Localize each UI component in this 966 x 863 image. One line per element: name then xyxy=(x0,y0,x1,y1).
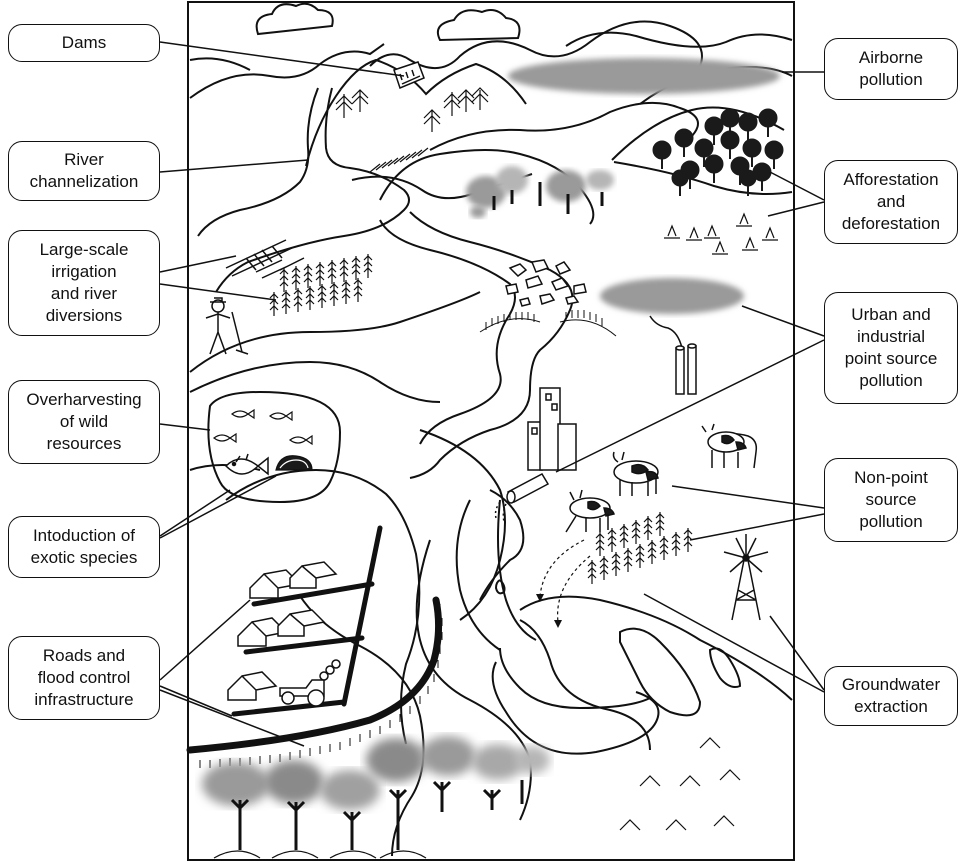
label-exotic-species: Intoduction of exotic species xyxy=(8,516,160,578)
cloud-icon xyxy=(255,2,521,42)
smokestack-icon xyxy=(649,315,697,395)
label-airborne: Airborne pollution xyxy=(824,38,958,100)
label-line: pollution xyxy=(859,371,923,390)
scene-frame xyxy=(187,1,795,861)
label-line: source xyxy=(865,490,917,509)
label-line: pollution xyxy=(859,512,923,531)
label-line: infrastructure xyxy=(34,690,134,709)
shellfish-icon xyxy=(275,455,313,471)
leader-lines xyxy=(159,41,825,747)
label-line: resources xyxy=(46,434,122,453)
levee-icon xyxy=(186,596,443,768)
riparian-forest-icon xyxy=(202,736,550,859)
label-line: extraction xyxy=(854,697,928,716)
roads xyxy=(231,525,383,717)
label-line: Intoduction of xyxy=(32,526,136,545)
label-line: and river xyxy=(50,284,118,303)
fish-pond xyxy=(207,390,342,504)
label-line: Urban and xyxy=(851,305,931,324)
cow-icon xyxy=(565,423,758,533)
runoff-arrows xyxy=(539,539,591,623)
label-urban-industrial: Urban and industrial point source pollut… xyxy=(824,292,958,404)
label-line: Afforestation xyxy=(843,170,939,189)
tractor-icon xyxy=(279,659,341,707)
label-irrigation: Large-scale irrigation and river diversi… xyxy=(8,230,160,336)
riverbank-hatch xyxy=(479,310,617,337)
label-dams: Dams xyxy=(8,24,160,62)
tree-stumps-icon xyxy=(664,212,778,255)
label-line: Airborne xyxy=(858,48,924,67)
channelization-hatch xyxy=(369,147,429,173)
label-line: deforestation xyxy=(841,214,941,233)
label-groundwater: Groundwater extraction xyxy=(824,666,958,726)
pine-trees-icon xyxy=(335,87,489,132)
label-line: irrigation xyxy=(51,262,117,281)
label-line: Overharvesting xyxy=(26,390,142,409)
label-line: Large-scale xyxy=(39,240,129,259)
label-afforestation: Afforestation and deforestation xyxy=(824,160,958,244)
industrial-smoke-cloud xyxy=(600,278,744,314)
label-line: channelization xyxy=(29,172,139,191)
label-line: Non-point xyxy=(854,468,928,487)
label-line: point source xyxy=(844,349,938,368)
label-non-point: Non-point source pollution xyxy=(824,458,958,542)
windmill-icon xyxy=(723,534,769,621)
label-line: and xyxy=(876,192,906,211)
label-overharvesting: Overharvesting of wild resources xyxy=(8,380,160,464)
label-river-channelization: River channelization xyxy=(8,141,160,201)
boulders-icon xyxy=(505,259,587,307)
airborne-pollution-cloud xyxy=(508,58,780,94)
exotic-fish-icon xyxy=(224,453,269,476)
house-icon xyxy=(227,561,338,701)
outfall-pipe-icon xyxy=(494,473,550,523)
farmer-icon xyxy=(205,297,249,355)
label-roads-flood: Roads and flood control infrastructure xyxy=(8,636,160,720)
label-line: industrial xyxy=(856,327,926,346)
label-line: of wild xyxy=(59,412,109,431)
label-line: exotic species xyxy=(30,548,138,567)
label-line: Roads and xyxy=(42,646,126,665)
city-buildings-icon xyxy=(527,387,577,471)
label-line: flood control xyxy=(37,668,131,687)
label-line: Dams xyxy=(61,33,107,52)
label-line: pollution xyxy=(859,70,923,89)
fish-icon xyxy=(212,408,313,446)
arrowhead-icon xyxy=(536,594,562,628)
dam-icon xyxy=(393,61,425,90)
label-line: diversions xyxy=(45,306,123,325)
label-line: River xyxy=(64,150,104,169)
label-line: Groundwater xyxy=(841,675,941,694)
hazy-trees-icon xyxy=(466,166,614,218)
dark-forest-icon xyxy=(652,108,784,196)
water-waves-icon xyxy=(619,737,741,831)
